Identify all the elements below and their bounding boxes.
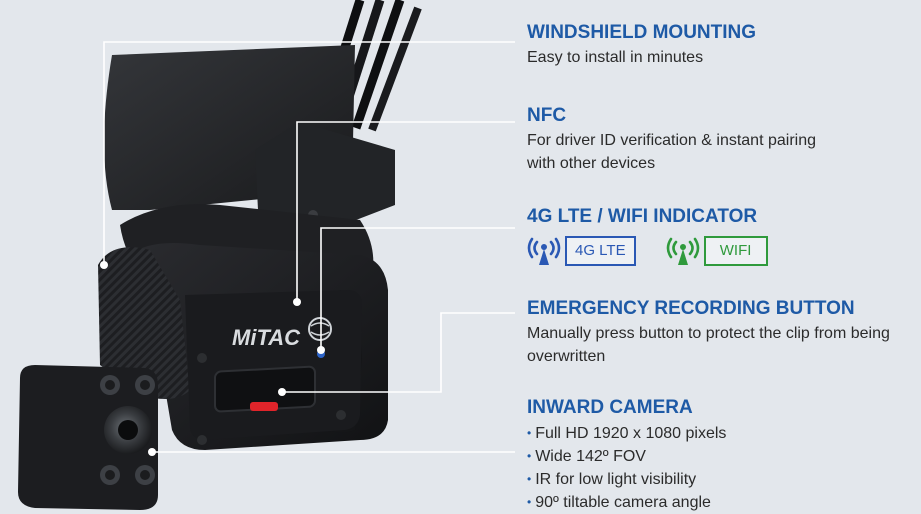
- feature-title: INWARD CAMERA: [527, 397, 693, 418]
- list-item: •Full HD 1920 x 1080 pixels: [527, 425, 727, 442]
- feature-emergency-button: EMERGENCY RECORDING BUTTON Manually pres…: [527, 298, 917, 368]
- feature-title: 4G LTE / WIFI INDICATOR: [527, 206, 758, 227]
- grip-panel: [98, 247, 190, 399]
- feature-title: NFC: [527, 105, 567, 126]
- callout-line-indicator: [320, 227, 515, 350]
- signal-antenna-icon: [666, 237, 699, 265]
- cable-connector: [255, 122, 395, 230]
- callout-line-nfc: [296, 121, 515, 302]
- brand-logo: MiTAC: [232, 325, 301, 350]
- feature-windshield-mounting: WINDSHIELD MOUNTING Easy to install in m…: [527, 22, 917, 69]
- feature-connectivity-indicator: 4G LTE / WIFI INDICATOR 4G LTE: [527, 206, 917, 266]
- feature-nfc: NFC For driver ID verification & instant…: [527, 105, 917, 175]
- feature-title: WINDSHIELD MOUNTING: [527, 22, 757, 43]
- front-panel: [185, 290, 362, 440]
- inward-camera-module: [18, 365, 158, 510]
- callout-line-mounting: [103, 41, 515, 265]
- feature-inward-camera: INWARD CAMERA •Full HD 1920 x 1080 pixel…: [527, 397, 917, 514]
- wifi-badge: WIFI: [703, 236, 768, 266]
- indicator-legend: 4G LTE WIFI: [527, 236, 917, 266]
- feature-description: Easy to install in minutes: [527, 49, 704, 66]
- feature-title: EMERGENCY RECORDING BUTTON: [527, 298, 855, 319]
- feature-description-line2: overwritten: [527, 348, 606, 365]
- feature-description-line1: For driver ID verification & instant pai…: [527, 132, 816, 149]
- list-item: •Wide 142º FOV: [527, 448, 646, 465]
- signal-antenna-icon: [527, 237, 561, 265]
- feature-description-line1: Manually press button to protect the cli…: [527, 325, 890, 342]
- lte-badge: 4G LTE: [565, 236, 636, 266]
- feature-bullet-list: •Full HD 1920 x 1080 pixels •Wide 142º F…: [527, 422, 917, 514]
- list-item: •IR for low light visibility: [527, 471, 697, 488]
- feature-description-line2: with other devices: [527, 155, 656, 172]
- callout-lines: [103, 41, 515, 453]
- callout-endpoints: [100, 261, 325, 456]
- list-item: •90º tiltable camera angle: [527, 494, 711, 511]
- callout-line-emergency: [282, 312, 515, 393]
